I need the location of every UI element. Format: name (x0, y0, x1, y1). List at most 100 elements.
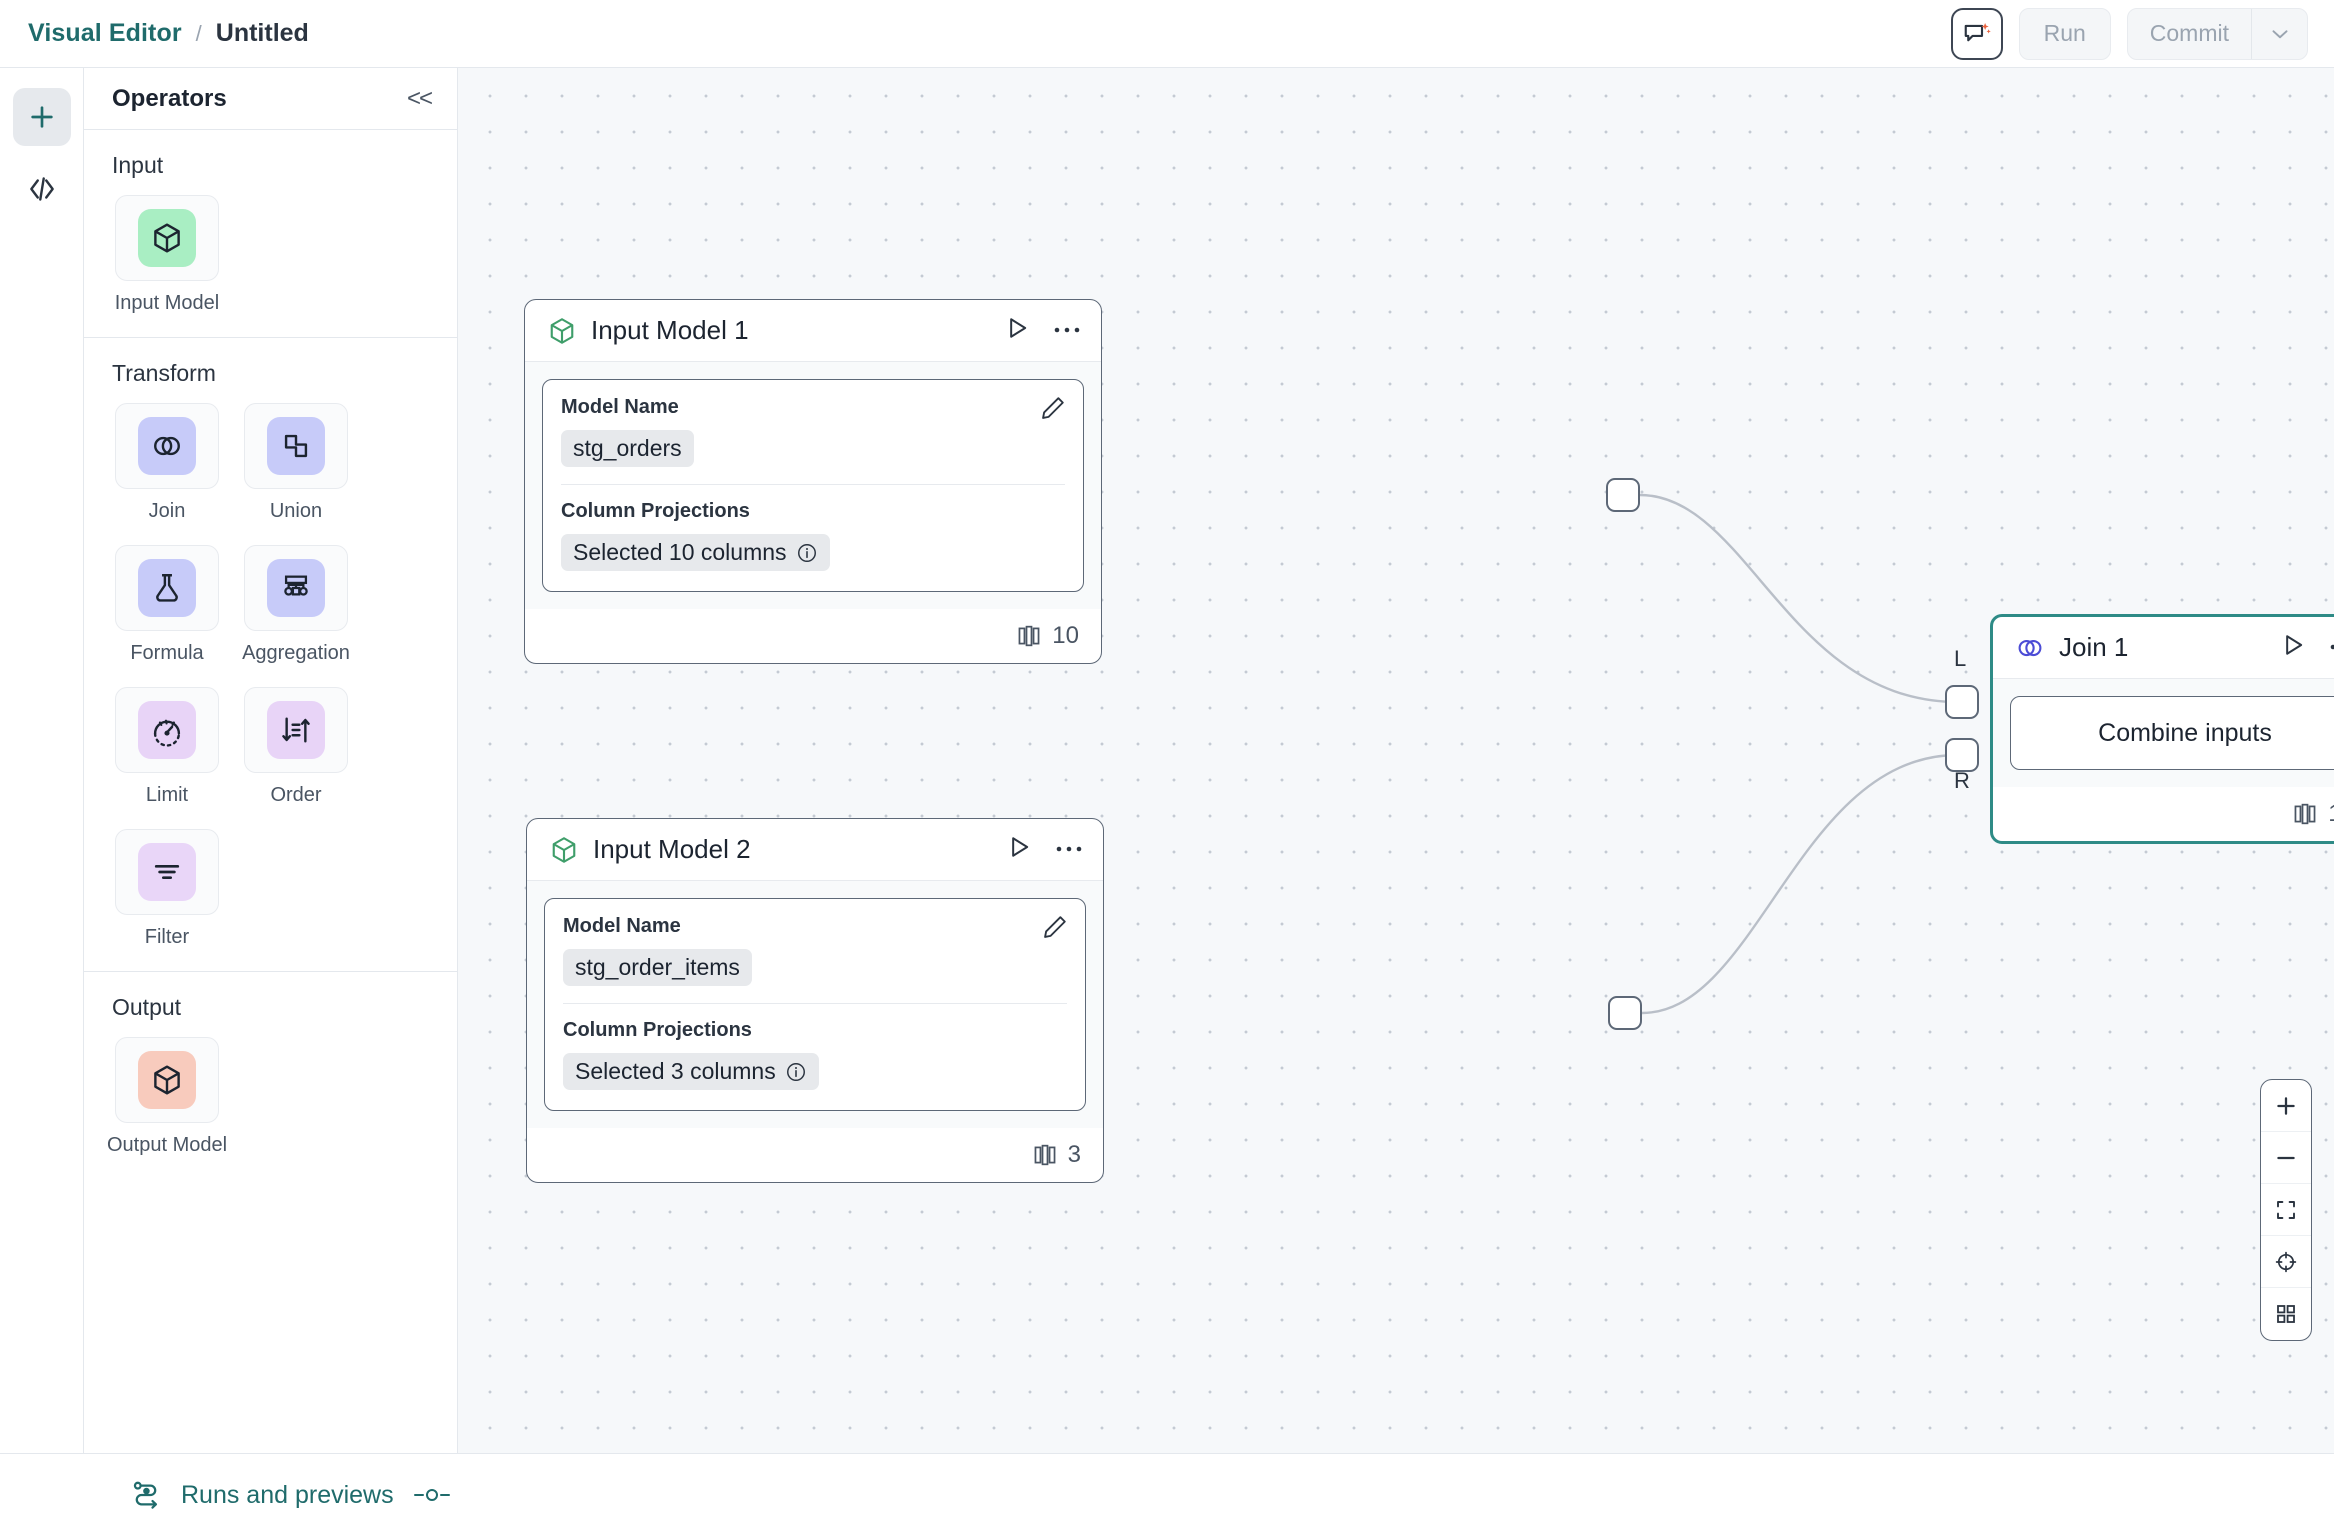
operator-tile (115, 195, 219, 281)
operators-panel-body: Input Input Model (84, 130, 457, 1179)
runs-and-previews-label: Runs and previews (181, 1480, 394, 1509)
node-title: Join 1 (2059, 632, 2129, 662)
section-output: Output Output Mode (84, 972, 457, 1179)
cube-icon (154, 223, 180, 253)
node-header-actions (2279, 631, 2334, 664)
section-output-grid: Output Model (107, 1037, 431, 1157)
play-icon (1010, 318, 1027, 338)
node-more-button[interactable] (1055, 841, 1083, 859)
rail-add-button[interactable] (12, 88, 71, 146)
node-title: Input Model 2 (593, 834, 751, 864)
section-transform: Transform Join (84, 338, 457, 972)
panel-collapse-button[interactable]: << (406, 84, 433, 112)
zoom-controls (2260, 1079, 2312, 1341)
flow-canvas[interactable]: Input Model 1 (458, 68, 2334, 1453)
node-run-button[interactable] (2279, 631, 2307, 664)
operator-join[interactable]: Join (112, 403, 222, 523)
fit-view-button[interactable] (2261, 1184, 2311, 1236)
code-brackets-icon (29, 177, 54, 201)
cube-icon (154, 1065, 180, 1095)
hierarchy-icon-wrap (267, 559, 325, 617)
operator-label: Output Model (106, 1134, 228, 1156)
breadcrumb-separator: / (195, 20, 202, 46)
edge-input1-to-join-left (1639, 493, 1959, 704)
operator-tile (115, 545, 219, 631)
model-config-card: Model Name stg_orders Column Projections… (542, 379, 1084, 592)
operator-output-model[interactable]: Output Model (107, 1037, 227, 1157)
venn-icon-wrap (138, 417, 196, 475)
operator-union[interactable]: Union (241, 403, 351, 523)
node-body: Combine inputs (1993, 679, 2334, 787)
run-button[interactable]: Run (2018, 7, 2111, 60)
edit-model-button[interactable] (1039, 394, 1067, 427)
operator-label: Join (148, 500, 186, 522)
port-output-input-model-2[interactable] (1608, 996, 1642, 1030)
operator-label: Input Model (114, 292, 220, 314)
node-input-model-1[interactable]: Input Model 1 (524, 299, 1102, 664)
operator-limit[interactable]: Limit (112, 687, 222, 807)
node-header: Input Model 1 (525, 300, 1101, 362)
operators-panel-header: Operators << (84, 68, 457, 130)
filter-lines-icon (154, 864, 180, 880)
section-input: Input Input Model (84, 130, 457, 338)
toggle-grid-button[interactable] (2261, 1288, 2311, 1340)
ai-chat-button[interactable] (1950, 7, 2003, 60)
minus-icon (2277, 1156, 2295, 1159)
port-input-join-left[interactable] (1945, 685, 1979, 719)
column-projections-value[interactable]: Selected 3 columns (563, 1053, 819, 1090)
venn-icon (2018, 639, 2042, 656)
info-icon[interactable] (785, 1061, 807, 1083)
gauge-icon-wrap (138, 701, 196, 759)
commit-button[interactable]: Commit (2149, 20, 2229, 46)
projections-text: Selected 10 columns (573, 539, 787, 565)
section-transform-title: Transform (112, 360, 216, 386)
info-icon[interactable] (796, 542, 818, 564)
filter-lines-icon-wrap (138, 843, 196, 901)
flask-icon (156, 574, 178, 602)
columns-icon (1018, 625, 1040, 647)
cube-icon (550, 317, 574, 344)
card-divider (561, 484, 1065, 485)
combine-inputs-button[interactable]: Combine inputs (2010, 696, 2334, 770)
column-projections-value[interactable]: Selected 10 columns (561, 534, 830, 571)
node-body: Model Name stg_orders Column Projections… (525, 362, 1101, 609)
runs-and-previews-button[interactable]: Runs and previews (83, 1478, 452, 1512)
node-run-button[interactable] (1005, 833, 1033, 866)
commit-dropdown-button[interactable] (2251, 8, 2307, 59)
zoom-in-button[interactable] (2261, 1080, 2311, 1132)
pipeline-icon (133, 1481, 158, 1509)
gauge-icon (153, 719, 181, 747)
node-run-button[interactable] (1003, 314, 1031, 347)
operator-aggregation[interactable]: Aggregation (241, 545, 351, 665)
model-config-card: Model Name stg_order_items Column Projec… (544, 898, 1086, 1111)
rail-code-button[interactable] (13, 160, 71, 218)
model-name-value[interactable]: stg_order_items (563, 949, 752, 986)
zoom-out-button[interactable] (2261, 1132, 2311, 1184)
card-divider (563, 1003, 1067, 1004)
ellipsis-icon (2330, 644, 2334, 649)
operator-filter[interactable]: Filter (112, 829, 222, 949)
operator-order[interactable]: Order (241, 687, 351, 807)
operator-formula[interactable]: Formula (112, 545, 222, 665)
center-view-button[interactable] (2261, 1236, 2311, 1288)
ai-chat-icon (1964, 22, 1991, 41)
operator-input-model[interactable]: Input Model (112, 195, 222, 315)
port-label-left: L (1954, 646, 1967, 671)
port-output-input-model-1[interactable] (1606, 478, 1640, 512)
operator-label: Union (269, 500, 323, 522)
node-footer: 10 (525, 609, 1101, 663)
edit-model-button[interactable] (1041, 913, 1069, 946)
operator-label: Aggregation (242, 642, 350, 664)
node-more-button[interactable] (1053, 322, 1081, 340)
ellipsis-icon (1054, 327, 1080, 332)
node-more-button[interactable] (2329, 639, 2334, 657)
pencil-icon (1044, 916, 1066, 938)
column-count: 10 (1052, 622, 1079, 649)
node-input-model-2[interactable]: Input Model 2 (526, 818, 1104, 1183)
slider-handle-icon[interactable] (412, 1485, 452, 1505)
breadcrumb-root[interactable]: Visual Editor (28, 19, 182, 47)
port-input-join-right[interactable] (1945, 738, 1979, 772)
model-name-value[interactable]: stg_orders (561, 430, 694, 467)
node-join-1[interactable]: Join 1 (1990, 614, 2334, 844)
operator-label: Limit (145, 784, 189, 806)
